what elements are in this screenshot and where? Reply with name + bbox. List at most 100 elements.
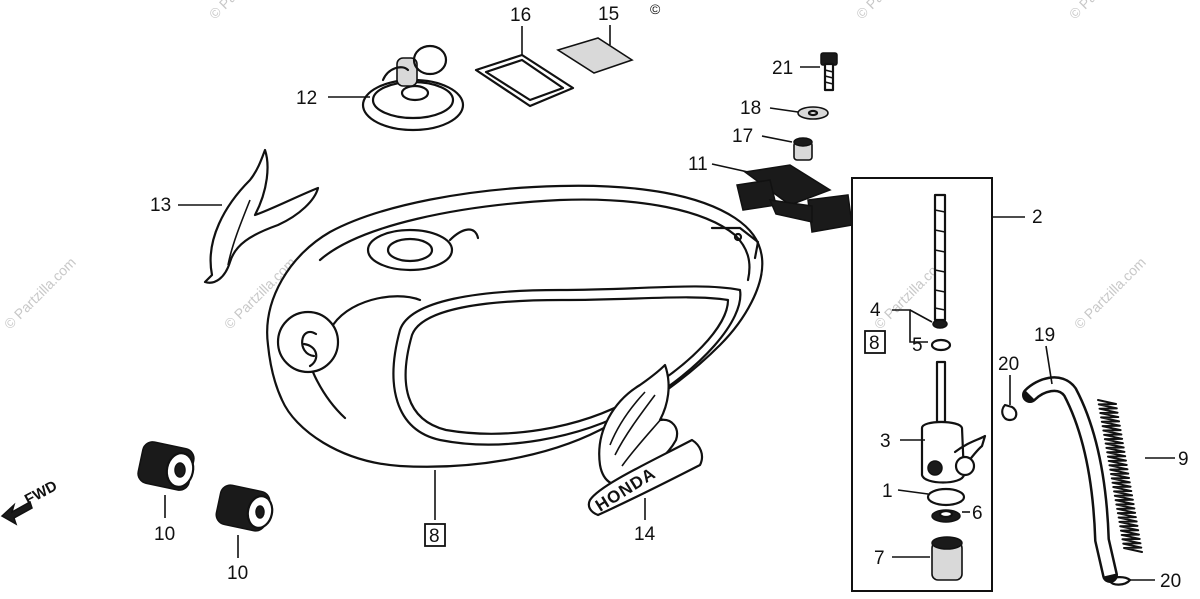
callout-3: 3 [880, 431, 891, 452]
stripe-decal-line [227, 199, 251, 266]
tank-badge-c [301, 330, 318, 358]
hose-clip-upper [1001, 403, 1018, 422]
callouts: 16 15 12 21 18 17 11 13 2 4 8 5 20 19 3 … [150, 4, 1189, 592]
rubber-left-block [736, 179, 777, 211]
bolt-thread [824, 69, 834, 85]
callout-6: 6 [972, 503, 983, 524]
leader-4-5 [892, 309, 928, 343]
rubber-top [743, 164, 832, 206]
fuel-cock-knob [927, 460, 943, 476]
callout-14: 14 [634, 524, 656, 545]
callout-8-tank-frame [424, 523, 446, 547]
sediment-cup-top [931, 536, 963, 550]
callout-20-upper: 20 [998, 354, 1019, 375]
cap-key [396, 57, 418, 87]
callout-13: 13 [150, 195, 171, 216]
callout-10-b: 10 [227, 563, 248, 584]
forward-label: FWD [22, 477, 60, 508]
callout-16: 16 [510, 5, 531, 26]
leader-11 [711, 163, 749, 173]
fuel-cap [361, 44, 465, 132]
fuel-tank [266, 184, 764, 468]
fuel-cock-assembly-box [851, 177, 993, 592]
caution-label-small [556, 37, 634, 74]
filler-neck [386, 237, 434, 263]
callout-17: 17 [732, 126, 753, 147]
callout-5: 5 [912, 335, 923, 356]
rubber-right-block [807, 194, 853, 233]
filler-recess [366, 228, 454, 272]
tank-outline [266, 184, 764, 468]
collar-top [793, 137, 813, 147]
tank-badge-hook [302, 342, 318, 368]
gasket-1 [926, 487, 966, 507]
filter-screen-mesh [934, 209, 946, 311]
leader-1 [897, 489, 929, 495]
leader-17 [761, 135, 793, 143]
callout-8-box: 8 [869, 333, 880, 354]
cushion-a-hole [174, 462, 186, 478]
tank-rear-tab [710, 226, 760, 260]
watermark-8: © Partzilla.com [1066, 0, 1144, 22]
label-15-plate [556, 37, 634, 74]
filter-screen-base [932, 319, 948, 329]
fuel-cock-parts [920, 193, 987, 581]
spring-coils [1097, 399, 1143, 553]
tank-knee-panel-outer [392, 285, 742, 446]
leader-lines [164, 25, 1175, 581]
cushion-b-hole [255, 505, 265, 519]
callout-12: 12 [296, 88, 317, 109]
tank-rear-hole [733, 232, 743, 242]
copyright-mark: © [650, 1, 661, 17]
cap-hinge [381, 66, 410, 82]
forward-arrow-icon [0, 500, 33, 526]
callout-15: 15 [598, 4, 619, 25]
callout-7: 7 [874, 548, 885, 569]
stripe-decal-shape [203, 148, 320, 284]
leader-18 [769, 107, 799, 113]
watermark-6: © Partzilla.com [206, 0, 284, 22]
collar [793, 137, 813, 161]
callout-10-a: 10 [154, 524, 175, 545]
callout-1: 1 [882, 481, 893, 502]
cap-key-ring [412, 44, 448, 76]
tank-knee-panel-inner [404, 296, 730, 435]
cap-lock-cylinder [400, 84, 430, 102]
emblem-feathers [609, 391, 663, 467]
callout-11: 11 [688, 154, 708, 175]
rear-mount-rubber [736, 164, 853, 233]
fuel-hose [1022, 376, 1118, 583]
washer [797, 106, 829, 120]
cushion-rubber-a [137, 441, 195, 491]
callout-9: 9 [1178, 449, 1189, 470]
strainer-6-inner [938, 509, 954, 519]
tank-upper-contour [318, 198, 751, 282]
filler-recess-tab [448, 228, 480, 242]
callout-8-tank: 8 [429, 526, 440, 547]
label-16-inner [484, 58, 565, 102]
fuel-cock-body [920, 420, 966, 484]
washer-hole [807, 109, 819, 117]
emblem-plate [587, 438, 704, 517]
fuel-hose-inner [1026, 378, 1116, 577]
bolt [820, 52, 838, 92]
tank-badge-area [276, 310, 340, 374]
callout-21: 21 [772, 58, 793, 79]
callout-20-lower: 20 [1160, 571, 1181, 592]
caution-label-large [474, 53, 575, 108]
rubber-bridge [768, 199, 813, 223]
clip-upper-loop [1001, 403, 1018, 422]
callout-8-box-frame [864, 330, 886, 354]
callout-2: 2 [1032, 207, 1043, 228]
leader-4 [909, 309, 933, 323]
watermark-7: © Partzilla.com [853, 0, 931, 22]
forward-direction-indicator: FWD [0, 477, 60, 526]
leader-19 [1045, 345, 1053, 385]
fuel-cock-stem [935, 360, 947, 424]
watermark-3: © Partzilla.com [1071, 254, 1149, 332]
honda-wing-emblem: HONDA [587, 363, 704, 517]
fuel-cock-outlet [954, 455, 976, 477]
callout-18: 18 [740, 98, 761, 119]
watermark-4: © Partzilla.com [1, 254, 79, 332]
